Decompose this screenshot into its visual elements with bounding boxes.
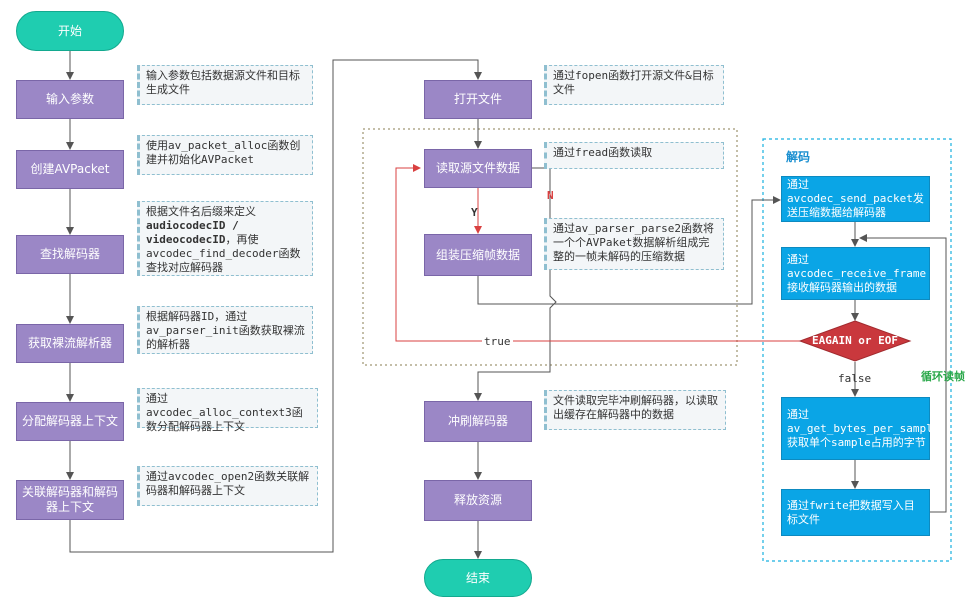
eagain-label: EAGAIN or EOF (811, 334, 899, 347)
parse-frame-node: 组装压缩帧数据 (424, 234, 532, 276)
note-find-decoder-text-1: 根据文件名后缀来定义 (146, 205, 256, 218)
release-label: 释放资源 (453, 493, 502, 507)
note-input-params-text: 输入参数包括数据源文件和目标生成文件 (146, 69, 300, 96)
open-file-label: 打开文件 (453, 92, 502, 106)
note-alloc-context: 通过avcodec_alloc_context3函数分配解码器上下文 (137, 388, 318, 433)
end-node: 结束 (424, 559, 532, 597)
note-flush-decoder-text: 文件读取完毕冲刷解码器，以读取出缓存在解码器中的数据 (553, 394, 718, 421)
input-params-label: 输入参数 (45, 92, 94, 106)
parse-frame-label: 组装压缩帧数据 (435, 247, 520, 262)
get-parser-node: 获取裸流解析器 (16, 324, 124, 363)
get-bytes-node: 通过av_get_bytes_per_sample获取单个sample占用的字节 (781, 397, 939, 460)
flush-decoder-label: 冲刷解码器 (447, 414, 508, 428)
note-find-decoder-bold-1: audiocodecID / (146, 219, 239, 232)
note-open-file: 通过fopen函数打开源文件&目标文件 (544, 65, 724, 105)
end-label: 结束 (465, 570, 490, 585)
alloc-context-node: 分配解码器上下文 (16, 402, 124, 441)
open-decoder-label: 关联解码器和解码器上下文 (21, 485, 118, 514)
create-avpacket-label: 创建AVPacket (30, 162, 110, 176)
receive-frame-label: 通过avcodec_receive_frame接收解码器输出的数据 (787, 252, 927, 294)
note-open-file-text: 通过fopen函数打开源文件&目标文件 (553, 69, 714, 96)
note-parse-frame: 通过av_parser_parse2函数将一个个AVPaket数据解析组成完整的… (544, 218, 724, 270)
create-avpacket-node: 创建AVPacket (16, 150, 124, 189)
note-get-parser: 根据解码器ID，通过av_parser_init函数获取裸流的解析器 (137, 306, 313, 354)
note-alloc-context-text: 通过avcodec_alloc_context3函数分配解码器上下文 (146, 392, 303, 433)
input-params-node: 输入参数 (16, 80, 124, 119)
note-open-decoder: 通过avcodec_open2函数关联解码器和解码器上下文 (137, 466, 318, 506)
fwrite-node: 通过fwrite把数据写入目标文件 (781, 489, 930, 536)
get-parser-label: 获取裸流解析器 (27, 336, 112, 350)
open-decoder-node: 关联解码器和解码器上下文 (16, 480, 124, 520)
release-node: 释放资源 (424, 480, 532, 521)
decode-group-title: 解码 (786, 150, 811, 164)
loop-read-label: 循环读帧 (921, 370, 965, 383)
note-input-params: 输入参数包括数据源文件和目标生成文件 (137, 65, 313, 105)
start-label: 开始 (57, 23, 82, 38)
decode-group-frame (762, 138, 952, 562)
send-packet-node: 通过avcodec_send_packet发送压缩数据给解码器 (781, 176, 930, 222)
note-parse-frame-text: 通过av_parser_parse2函数将一个个AVPaket数据解析组成完整的… (553, 222, 714, 263)
read-data-label: 读取源文件数据 (435, 161, 520, 175)
yes-label: Y (471, 206, 478, 219)
send-packet-label: 通过avcodec_send_packet发送压缩数据给解码器 (787, 178, 924, 219)
note-find-decoder-bold-2: videocodecID (146, 233, 226, 246)
false-label: false (838, 372, 872, 385)
note-create-avpacket: 使用av_packet_alloc函数创建并初始化AVPacket (137, 135, 313, 175)
note-open-decoder-text: 通过avcodec_open2函数关联解码器和解码器上下文 (146, 470, 310, 497)
fwrite-label: 通过fwrite把数据写入目标文件 (787, 498, 915, 526)
read-data-node: 读取源文件数据 (424, 149, 532, 188)
no-label: N (547, 189, 554, 202)
note-find-decoder-text-2: ，再使avcodec_find_decoder函数查找对应解码器 (146, 233, 301, 274)
find-decoder-label: 查找解码器 (39, 247, 100, 261)
open-file-node: 打开文件 (424, 80, 532, 119)
get-bytes-label: 通过av_get_bytes_per_sample获取单个sample占用的字节 (787, 407, 940, 449)
note-create-avpacket-text: 使用av_packet_alloc函数创建并初始化AVPacket (146, 139, 301, 166)
start-node: 开始 (16, 11, 124, 51)
flush-decoder-node: 冲刷解码器 (424, 401, 532, 442)
alloc-context-label: 分配解码器上下文 (21, 414, 118, 428)
note-read-data: 通过fread函数读取 (544, 142, 724, 169)
find-decoder-node: 查找解码器 (16, 235, 124, 274)
note-read-data-text: 通过fread函数读取 (553, 146, 653, 159)
receive-frame-node: 通过avcodec_receive_frame接收解码器输出的数据 (781, 247, 930, 300)
true-label: true (482, 335, 513, 348)
note-get-parser-text: 根据解码器ID，通过av_parser_init函数获取裸流的解析器 (146, 310, 305, 351)
note-flush-decoder: 文件读取完毕冲刷解码器，以读取出缓存在解码器中的数据 (544, 390, 726, 430)
